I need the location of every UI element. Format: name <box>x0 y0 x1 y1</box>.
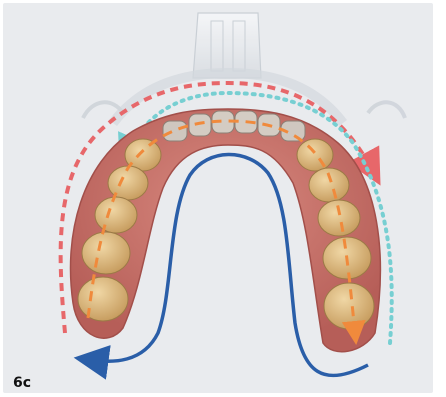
scanner-tray <box>83 13 405 123</box>
dental-scan-illustration <box>3 3 433 393</box>
scan-illustration-frame: 6c <box>3 3 433 393</box>
figure-caption: 6c <box>13 375 31 391</box>
